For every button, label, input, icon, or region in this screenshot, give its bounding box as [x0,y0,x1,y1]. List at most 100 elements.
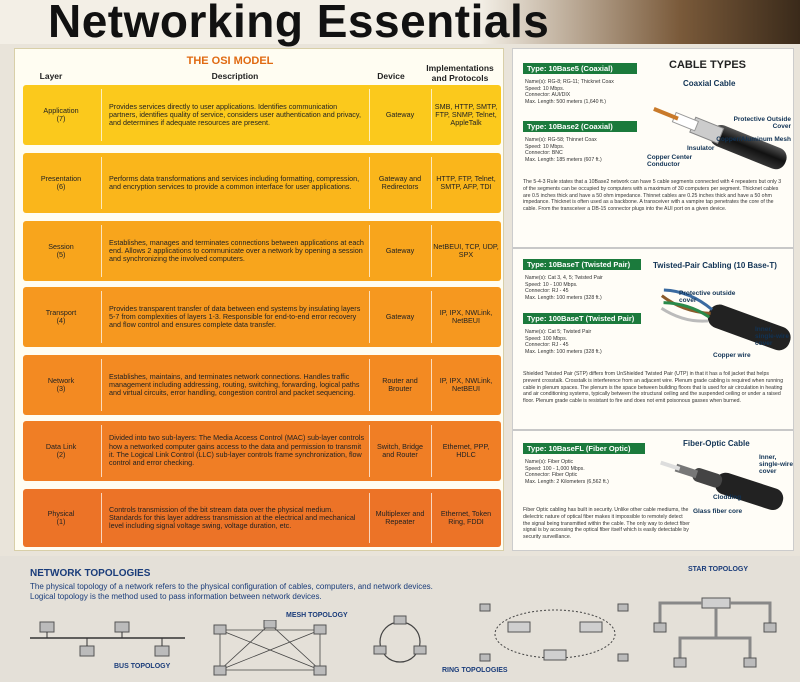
osi-model-panel: THE OSI MODEL Layer Description Device I… [14,48,504,551]
layer-device: Switch, Bridge and Router [377,441,423,459]
spec-line: Connector: RJ - 45 [525,342,569,348]
header-layer: Layer [39,71,63,81]
star-topology-label: STAR TOPOLOGY [688,566,749,573]
layer-device: Gateway [385,109,415,119]
divider [431,493,432,543]
spec-line: Connector: RJ - 45 [525,288,569,294]
page-title: Networking Essentials [48,0,550,47]
spec-line: Name(s): Cat 5; Twisted Pair [525,329,592,335]
divider [101,291,102,343]
cable-types-panel: CABLE TYPES Type: 10Base5 (Coaxial) Name… [512,48,794,551]
header-description: Description [211,71,259,81]
ring-topology-hubs-diagram [479,603,629,662]
header-impl: Implementations and Protocols [426,63,494,83]
spec-line: Name(s): RG-58; Thinnet Coax [525,137,597,143]
osi-row-application: Application(7)Provides services directly… [23,85,501,145]
layer-protocols: Ethernet, PPP, HDLC [442,441,490,459]
osi-row-session: Session(5) Establishes, manages and termi… [23,221,501,281]
layer-protocols: IP, IPX, NWLink, NetBEUI [439,375,493,393]
osi-row-transport: Transport(4)Provides transparent transfe… [23,287,501,347]
spec-line: Max. Length: 500 meters (1,640 ft.) [525,98,607,105]
tp-heading: Twisted-Pair Cabling (10 Base-T) [653,261,777,270]
fiber-optic-illustration [660,460,784,511]
fiber-label-clodding: Clodding [713,494,742,501]
divider [369,291,370,343]
layer-description: Establishes, manages and terminates conn… [109,237,364,264]
spec-line: Max. Length: 100 meters (328 ft.) [525,348,602,355]
layer-name: Presentation(6) [40,173,82,191]
tp-text: Shielded Twisted Pair (STP) differs from… [523,371,784,404]
divider [431,89,432,141]
layer-description: Controls transmission of the bit stream … [109,504,356,531]
layer-name: Physical(1) [47,508,75,526]
divider [101,493,102,543]
layer-device: Multiplexer and Repeater [375,508,425,526]
spec-line: Connector: BNC [525,150,563,156]
layer-description: Performs data transformations and servic… [109,173,360,191]
coax-heading: Coaxial Cable [683,79,736,88]
spec-line: Name(s): Cat 3, 4, 5; Twisted Pair [525,275,603,281]
divider [369,89,370,141]
layer-description: Divided into two sub-layers: The Media A… [109,433,365,468]
spec-line: Connector: AUI/DIX [525,92,571,98]
fiber-text: Fiber Optic cabling has built in securit… [523,507,690,540]
tp-label-copper: Copper wire [713,352,751,359]
tp-label-inner: Inner, single-wire cover [755,326,789,347]
cable-types-title: CABLE TYPES [669,59,747,71]
osi-row-physical: Physical(1) Controls transmission of the … [23,489,501,547]
ring-topology-diagram [373,615,427,663]
layer-protocols: Ethernet, Token Ring, FDDI [440,508,492,526]
layer-protocols: HTTP, FTP, Telnet, SMTP, AFP, TDI [436,173,496,191]
spec-line: Speed: 100 - 1,000 Mbps. [525,465,585,472]
divider [513,429,793,431]
divider [101,359,102,411]
divider [431,157,432,209]
coax-label-cover: Protective Outside Cover [733,116,791,130]
coax-text: The 5-4-3 Rule states that a 10Base2 net… [523,179,782,212]
osi-row-network: Network(3) Establishes, maintains, and te… [23,355,501,415]
divider [369,493,370,543]
divider [369,157,370,209]
divider [369,225,370,277]
divider [101,425,102,477]
spec-line: Max. Length: 185 meters (607 ft.) [525,156,602,163]
spec-line: Speed: 10 - 100 Mbps. [525,281,578,288]
coax-cable-illustration [653,107,787,170]
fiber-label-inner: Inner, single-wire cover [759,454,793,475]
layer-name: Network(3) [47,375,75,393]
fiber-box1-head: Type: 10BaseFL (Fiber Optic) [523,443,645,454]
layer-protocols: SMB, HTTP, SMTP, FTP, SNMP, Telnet, Appl… [434,101,498,128]
divider [431,425,432,477]
fiber-heading: Fiber-Optic Cable [683,439,750,448]
title-banner [0,0,800,44]
mesh-topology-diagram [213,620,327,676]
topologies-text: The physical topology of a network refer… [30,582,433,602]
tp-box1-head: Type: 10BaseT (Twisted Pair) [523,259,641,270]
layer-name: Session(5) [48,241,74,259]
layer-device: Router and Brouter [382,375,418,393]
divider [369,359,370,411]
fiber-label-core: Glass fiber core [693,508,743,515]
divider [431,359,432,411]
spec-line: Name(s): Fiber Optic [525,459,574,465]
layer-protocols: NetBEUI, TCP, UDP, SPX [433,241,499,259]
layer-description: Establishes, maintains, and terminates n… [109,371,360,398]
divider [513,247,793,249]
divider [431,291,432,343]
header-device: Device [377,71,405,81]
spec-line: Name(s): RG-8; RG-11; Thicknet Coax [525,79,614,85]
bus-topology-label: BUS TOPOLOGY [114,663,171,670]
divider [101,225,102,277]
layer-device: Gateway [385,311,415,321]
layer-protocols: IP, IPX, NWLink, NetBEUI [439,307,493,325]
divider [101,157,102,209]
topologies-title: NETWORK TOPOLOGIES [30,568,151,579]
tp-label-cover: Protective outside cover [679,290,736,304]
spec-line: Speed: 10 Mbps. [525,143,565,150]
layer-name: Transport(4) [45,307,77,325]
